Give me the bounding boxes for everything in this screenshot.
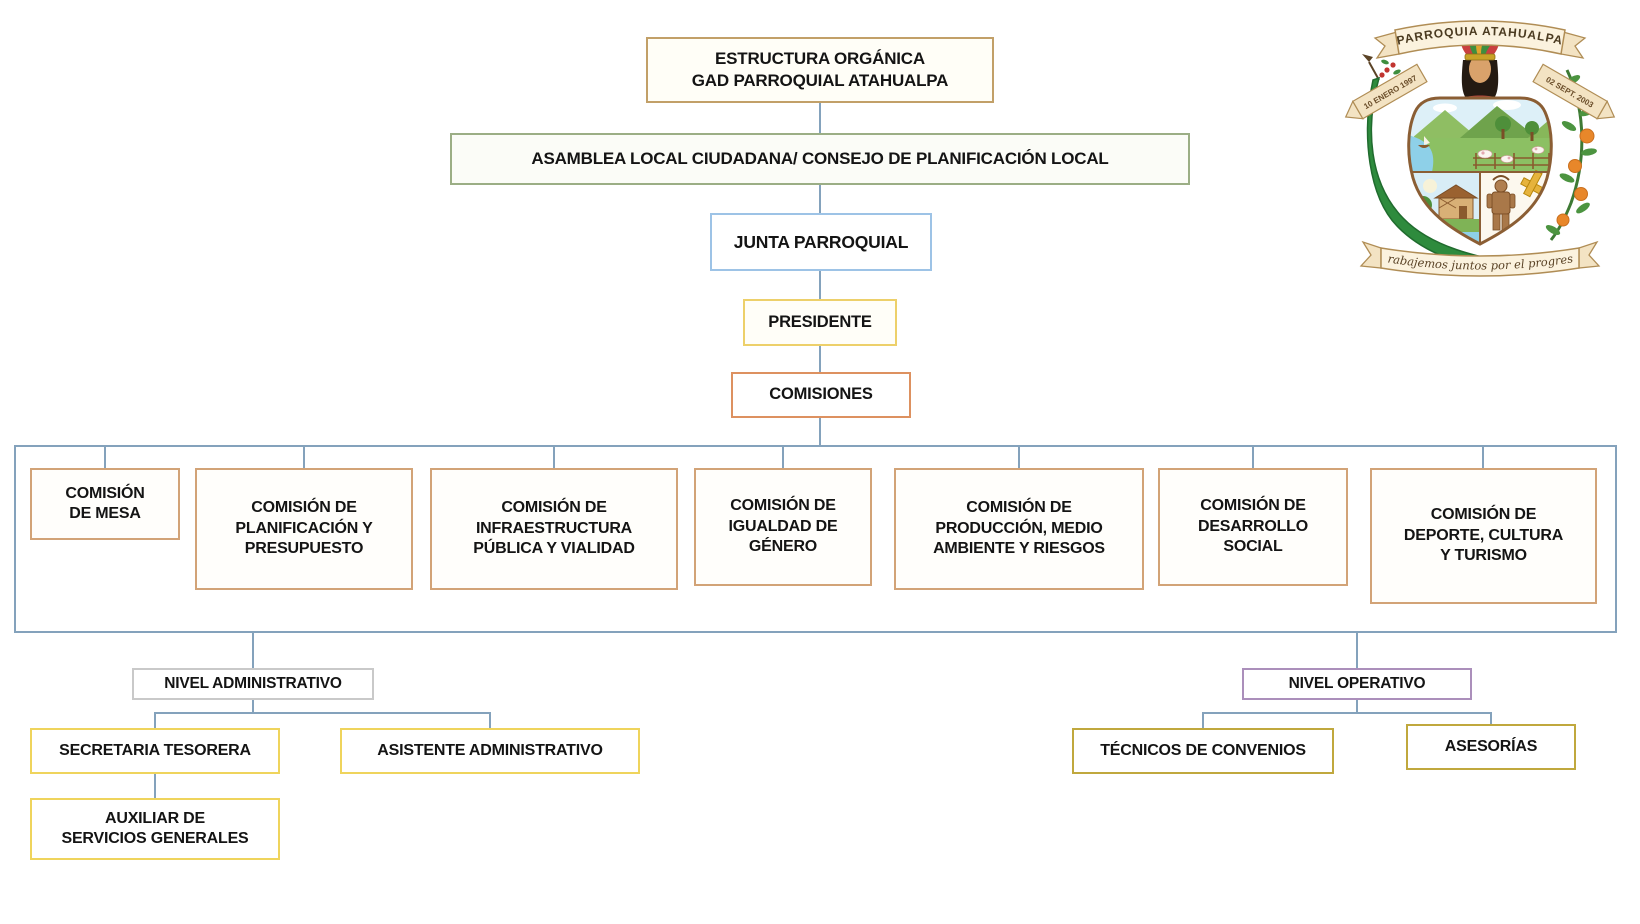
- commission-box-desarrollo: COMISIÓN DE DESARROLLO SOCIAL: [1158, 468, 1348, 586]
- connector-commission-4: [782, 445, 784, 468]
- node-nivel-operativo: NIVEL OPERATIVO: [1242, 668, 1472, 700]
- node-junta-parroquial: JUNTA PARROQUIAL: [710, 213, 932, 271]
- commission-box-igualdad: COMISIÓN DE IGUALDAD DE GÉNERO: [694, 468, 872, 586]
- coat-top-banner: PARROQUIA ATAHUALPA: [1373, 20, 1587, 59]
- node-asesorias: ASESORÍAS: [1406, 724, 1576, 770]
- connector-oper-stub: [1356, 700, 1358, 713]
- coat-coffee-berries: [1379, 59, 1401, 78]
- connector-commission-5: [1018, 445, 1020, 468]
- connector-commission-6: [1252, 445, 1254, 468]
- commission-box-planificacion: COMISIÓN DE PLANIFICACIÓN Y PRESUPUESTO: [195, 468, 413, 590]
- connector-commission-3: [553, 445, 555, 468]
- connector-commission-7: [1482, 445, 1484, 468]
- node-asistente-administrativo: ASISTENTE ADMINISTRATIVO: [340, 728, 640, 774]
- connector-oper-drop-left: [1202, 712, 1204, 728]
- node-auxiliar-servicios: AUXILIAR DE SERVICIOS GENERALES: [30, 798, 280, 860]
- commission-box-mesa: COMISIÓN DE MESA: [30, 468, 180, 540]
- node-tecnicos-convenios: TÉCNICOS DE CONVENIOS: [1072, 728, 1334, 774]
- commission-box-produccion: COMISIÓN DE PRODUCCIÓN, MEDIO AMBIENTE Y…: [894, 468, 1144, 590]
- coat-shield-border: [1407, 96, 1553, 246]
- connector-container-nivel-admin: [252, 633, 254, 668]
- coat-shield-field: [1408, 98, 1552, 244]
- connector-admin-drop-left: [154, 712, 156, 728]
- connector-commission-1: [104, 445, 106, 468]
- node-presidente: PRESIDENTE: [743, 299, 897, 346]
- node-comisiones: COMISIONES: [731, 372, 911, 418]
- connector-secretaria-auxiliar: [154, 774, 156, 798]
- node-asamblea-local: ASAMBLEA LOCAL CIUDADANA/ CONSEJO DE PLA…: [450, 133, 1190, 185]
- connector-comisiones-container: [819, 418, 821, 445]
- connector-oper-drop-right: [1490, 712, 1492, 724]
- node-secretaria-tesorera: SECRETARIA TESORERA: [30, 728, 280, 774]
- connector-junta-presidente: [819, 271, 821, 299]
- connector-commission-2: [303, 445, 305, 468]
- node-nivel-administrativo: NIVEL ADMINISTRATIVO: [132, 668, 374, 700]
- parish-coat-of-arms: 10 ENERO 1997 02 SEPT. 2003 PARROQUIA AT…: [1331, 0, 1625, 292]
- connector-container-nivel-oper: [1356, 633, 1358, 668]
- connector-oper-bracket: [1202, 712, 1492, 714]
- connector-admin-bracket: [154, 712, 491, 714]
- connector-asamblea-junta: [819, 185, 821, 213]
- coat-gold-artifact: [1520, 169, 1545, 198]
- commissions-container: [14, 445, 1617, 633]
- connector-admin-drop-right: [489, 712, 491, 728]
- commission-box-infraestructura: COMISIÓN DE INFRAESTRUCTURA PÚBLICA Y VI…: [430, 468, 678, 590]
- node-estructura-organica: ESTRUCTURA ORGÁNICA GAD PARROQUIAL ATAHU…: [646, 37, 994, 103]
- connector-presidente-comisiones: [819, 346, 821, 372]
- connector-estructura-asamblea: [819, 103, 821, 133]
- connector-admin-stub: [252, 700, 254, 713]
- commission-box-deporte: COMISIÓN DE DEPORTE, CULTURA Y TURISMO: [1370, 468, 1597, 604]
